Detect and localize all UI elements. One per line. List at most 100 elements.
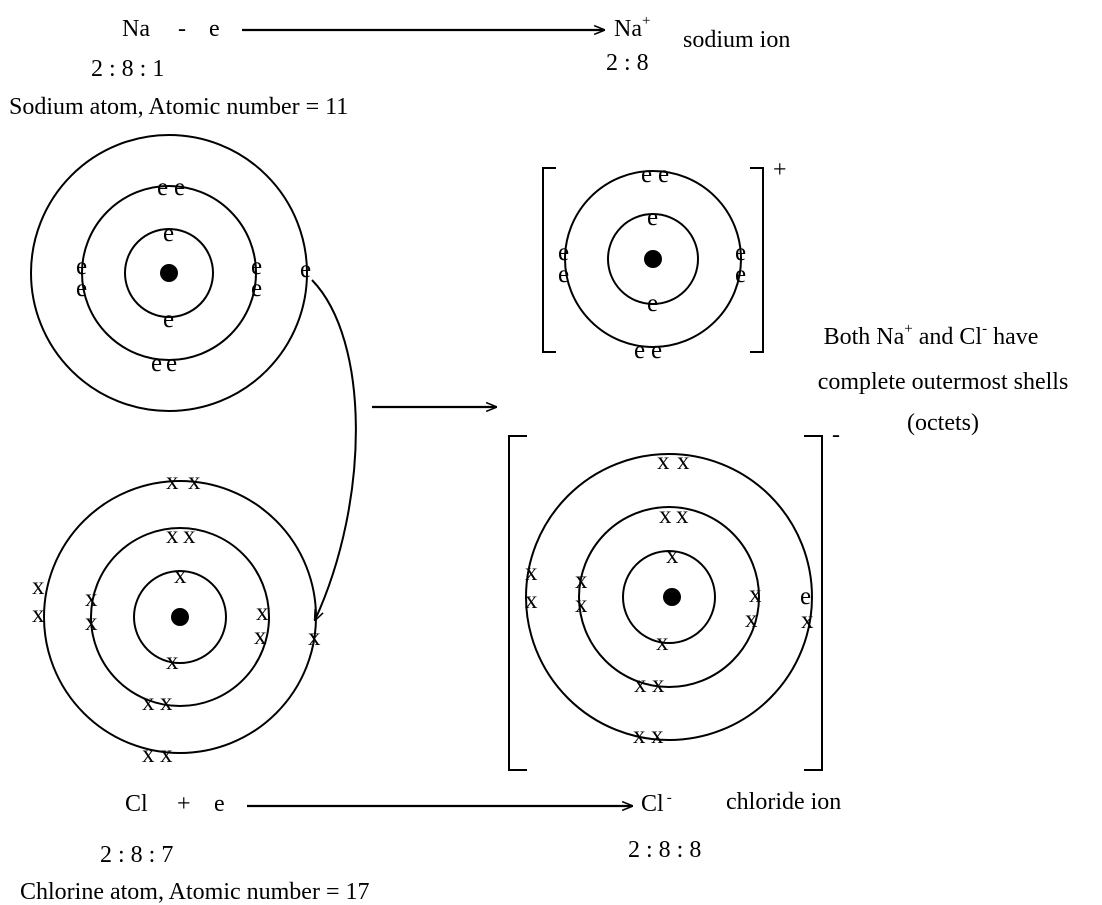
transferred-electron: e xyxy=(800,583,811,610)
na-electron-symbol: e xyxy=(209,16,220,42)
sodium-equation: Na - e Na+ sodium ion 2 : 8 : 1 2 : 8 So… xyxy=(9,13,790,120)
electron: e xyxy=(634,337,645,364)
na-ion-left-bracket xyxy=(542,167,556,353)
electron: x xyxy=(188,468,201,495)
cl-ion-nucleus xyxy=(663,588,681,606)
na-ion-right-bracket xyxy=(750,167,764,353)
electron: x xyxy=(575,567,588,594)
sodium-electrons: e e e e e e e e e e e xyxy=(76,174,311,377)
cl-shell-1 xyxy=(133,570,227,664)
sodium-atom-caption: Sodium atom, Atomic number = 11 xyxy=(9,94,348,120)
octet-note-line-1: Both Na+ and Cl- have xyxy=(824,321,1039,350)
na-ion-shell-1 xyxy=(607,213,699,305)
electron: e xyxy=(658,161,669,188)
electron: x xyxy=(160,741,173,768)
na-ion-charge: + xyxy=(773,157,787,183)
electron: e xyxy=(558,239,569,266)
cl-ion-right-bracket xyxy=(804,435,823,771)
octet-note-line-2: complete outermost shells xyxy=(818,369,1069,395)
cl-ion-charge: - xyxy=(832,422,840,448)
electron: x xyxy=(656,629,669,656)
electron: x xyxy=(142,741,155,768)
cl-electron-config: 2 : 8 : 7 xyxy=(100,842,173,868)
electron: e xyxy=(163,220,174,247)
chlorine-atom xyxy=(43,480,317,754)
octet-note-line-3: (octets) xyxy=(907,410,979,436)
cl-ion-symbol: Cl- xyxy=(641,790,672,817)
na-electron-config: 2 : 8 : 1 xyxy=(91,56,164,82)
electron: x xyxy=(160,689,173,716)
electron: e xyxy=(76,253,87,280)
electron: e xyxy=(641,161,652,188)
na-ion-shell-2 xyxy=(564,170,742,348)
chloride-ion xyxy=(508,435,823,771)
electron: e xyxy=(651,337,662,364)
octet-note: Both Na+ and Cl- have complete outermost… xyxy=(818,321,1069,436)
electron: x xyxy=(166,648,179,675)
electron: x xyxy=(659,502,672,529)
electron: e xyxy=(163,306,174,333)
electron: x xyxy=(525,559,538,586)
chlorine-equation: Cl + e Cl- chloride ion 2 : 8 : 7 2 : 8 … xyxy=(20,789,841,905)
electron: x xyxy=(256,599,269,626)
electron: x xyxy=(634,671,647,698)
electron: e xyxy=(76,275,87,302)
electron: e xyxy=(166,350,177,377)
cl-ion-left-bracket xyxy=(508,435,527,771)
electron: x xyxy=(32,601,45,628)
electron: e xyxy=(251,253,262,280)
electron: x xyxy=(142,689,155,716)
electron: x xyxy=(652,671,665,698)
chlorine-electrons: x x x x x x x x x x x x x x x x x xyxy=(32,468,321,768)
cl-ion-electron-config: 2 : 8 : 8 xyxy=(628,837,701,863)
electron: e xyxy=(251,275,262,302)
na-nucleus xyxy=(160,264,178,282)
electron: x xyxy=(801,607,814,634)
na-reactant-symbol: Na xyxy=(122,16,150,42)
cl-shell-3 xyxy=(43,480,317,754)
electron: e xyxy=(157,174,168,201)
sodium-ion-label: sodium ion xyxy=(683,27,790,53)
electron: x xyxy=(651,722,664,749)
na-shell-2 xyxy=(81,185,257,361)
electron-transfer-arrow xyxy=(311,279,357,620)
na-shell-3 xyxy=(30,134,308,412)
cl-electron-symbol: e xyxy=(214,791,225,817)
electron: x xyxy=(166,468,179,495)
na-minus-operator: - xyxy=(178,16,186,42)
electron: x xyxy=(254,623,267,650)
valence-electron: e xyxy=(300,256,311,283)
electron: x xyxy=(749,581,762,608)
chlorine-atom-caption: Chlorine atom, Atomic number = 17 xyxy=(20,879,370,905)
cl-ion-shell-3 xyxy=(525,453,813,741)
cl-nucleus xyxy=(171,608,189,626)
electron: e xyxy=(647,290,658,317)
electron: e xyxy=(174,174,185,201)
sodium-atom xyxy=(30,134,308,412)
na-ion-symbol: Na+ xyxy=(614,13,650,42)
chloride-ion-label: chloride ion xyxy=(726,789,841,815)
cl-ion-shell-2 xyxy=(578,506,760,688)
na-ion-nucleus xyxy=(644,250,662,268)
electron: x xyxy=(633,722,646,749)
cl-plus-operator: + xyxy=(177,791,191,817)
cl-shell-2 xyxy=(90,527,270,707)
electron: e xyxy=(735,239,746,266)
electron: x xyxy=(745,606,758,633)
na-shell-1 xyxy=(124,228,214,318)
electron: e xyxy=(735,261,746,288)
electron: e xyxy=(558,261,569,288)
electron: e xyxy=(151,350,162,377)
sodium-ion-electrons: e e e e e e e e e e xyxy=(558,161,746,364)
cl-reactant-symbol: Cl xyxy=(125,791,148,817)
sodium-ion xyxy=(542,167,764,353)
cl-ion-shell-1 xyxy=(622,550,716,644)
electron: x xyxy=(657,448,670,475)
electron: x xyxy=(525,587,538,614)
na-ion-electron-config: 2 : 8 xyxy=(606,50,649,76)
received-electron-slot: x xyxy=(308,624,321,651)
electron: x xyxy=(183,522,196,549)
electron: x xyxy=(85,609,98,636)
electron: x xyxy=(676,502,689,529)
